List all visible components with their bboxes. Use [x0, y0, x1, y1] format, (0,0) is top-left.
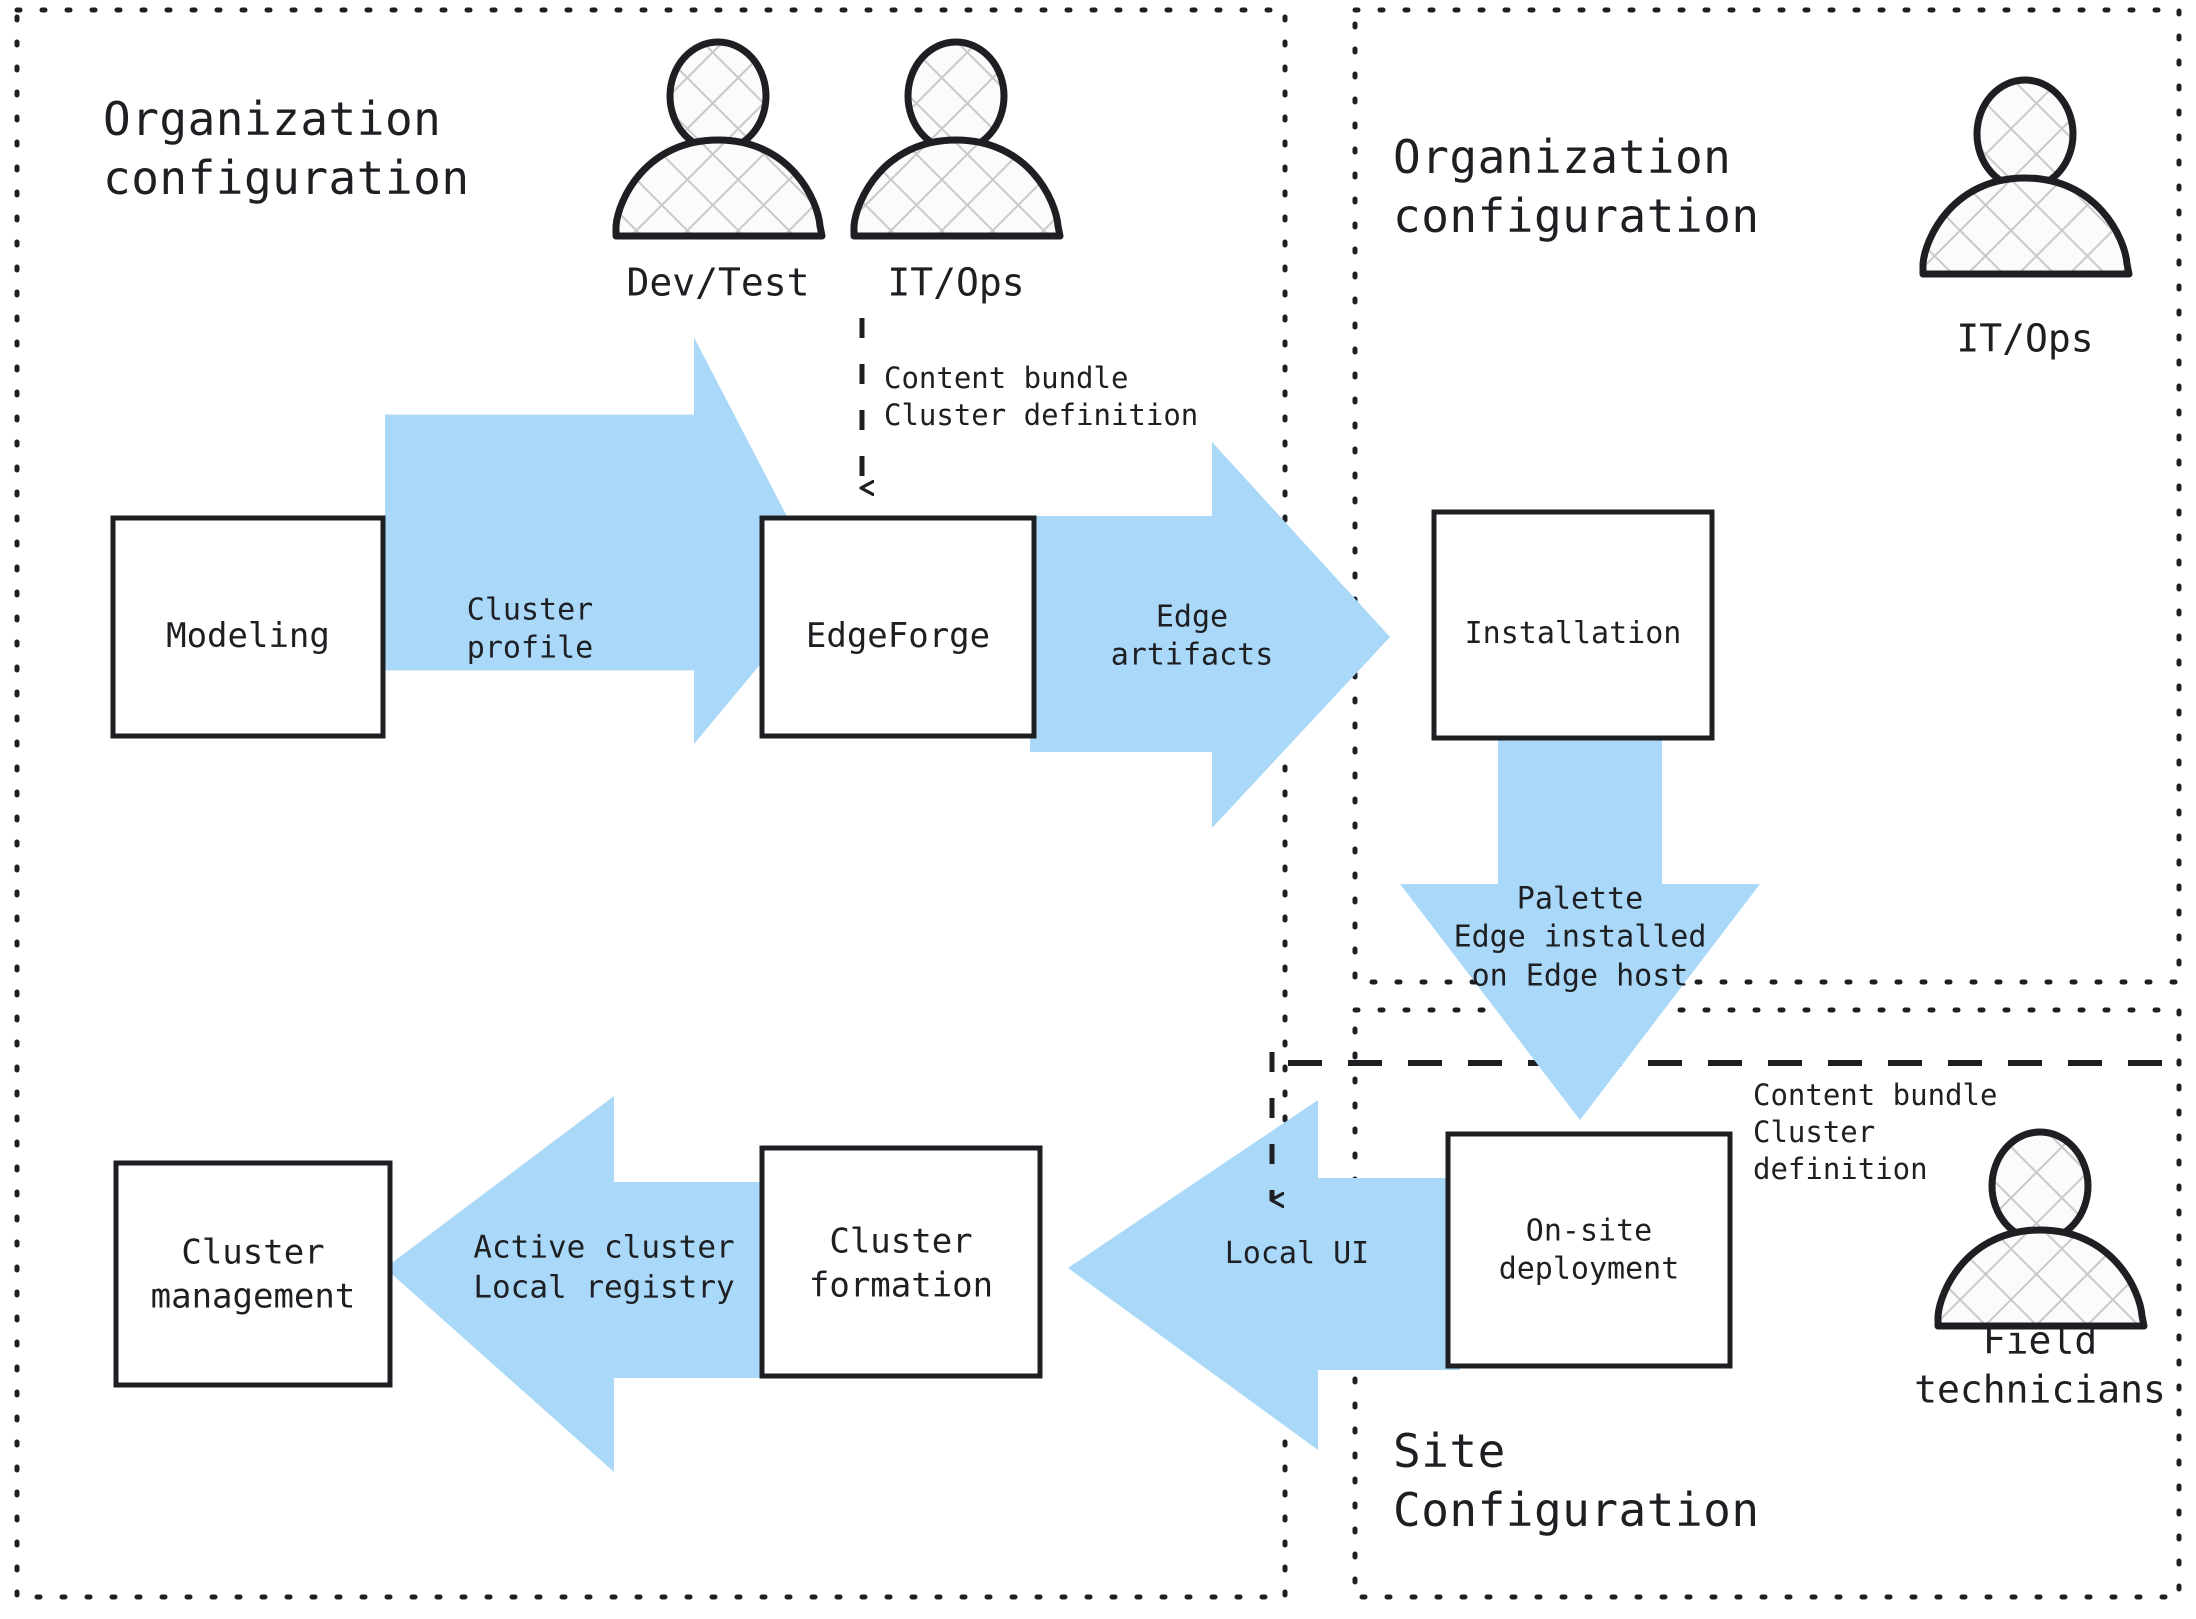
box-label-modeling: Modeling: [166, 616, 330, 657]
box-edgeforge-rect[interactable]: [759, 515, 1037, 739]
box-modeling-rect[interactable]: [110, 515, 386, 739]
flow-arrow-cluster-profile: [385, 337, 824, 744]
flow-arrow-local-ui: [1068, 1100, 1460, 1450]
flow-arrow-active-cluster: [385, 1096, 760, 1472]
box-installation-rect[interactable]: [1431, 509, 1715, 741]
flow-label-palette-edge: Palette Edge installed on Edge host: [1453, 881, 1707, 994]
flow-arrow-palette-edge: [1400, 740, 1760, 1120]
zone-title-org-right: Organization configuration: [1393, 130, 1760, 243]
box-label-cluster-formation: Cluster formation: [808, 1221, 994, 1305]
flow-label-active-cluster: Active cluster Local registry: [473, 1229, 735, 1305]
flow-label-edge-artifacts: Edge artifacts: [1110, 599, 1274, 673]
person-icon-field-technicians: [1934, 1128, 2148, 1330]
persona-label-it-ops-left: IT/Ops: [887, 260, 1025, 305]
flow-label-local-ui: Local UI: [1224, 1235, 1370, 1271]
flow-label-cluster-profile: Cluster profile: [466, 592, 594, 666]
persona-label-dev-test: Dev/Test: [626, 260, 810, 305]
annotation-content-bundle-top: Content bundle Cluster definition: [884, 361, 1199, 433]
zone-title-org-left: Organization configuration: [103, 92, 470, 205]
box-label-edgeforge: EdgeForge: [805, 616, 991, 657]
zone-title-site: Site Configuration: [1393, 1424, 1760, 1537]
annotation-content-bundle-site: Content bundle Cluster definition: [1753, 1078, 1998, 1187]
box-label-on-site-deployment: On-site deployment: [1498, 1213, 1680, 1287]
persona-label-field-technicians: Field technicians: [1914, 1318, 2166, 1411]
flow-arrow-edge-artifacts: [1030, 442, 1390, 828]
box-label-installation: Installation: [1464, 615, 1682, 651]
person-icon-it-ops-left: [850, 38, 1064, 240]
box-cluster-formation-rect[interactable]: [759, 1145, 1043, 1379]
box-on-site-deployment-rect[interactable]: [1445, 1131, 1733, 1369]
persona-label-it-ops-right: IT/Ops: [1956, 316, 2094, 361]
person-icon-dev-test: [612, 38, 826, 240]
person-icon-it-ops-right: [1919, 76, 2133, 278]
box-label-cluster-management: Cluster management: [150, 1232, 356, 1316]
box-cluster-management-rect[interactable]: [113, 1160, 393, 1388]
